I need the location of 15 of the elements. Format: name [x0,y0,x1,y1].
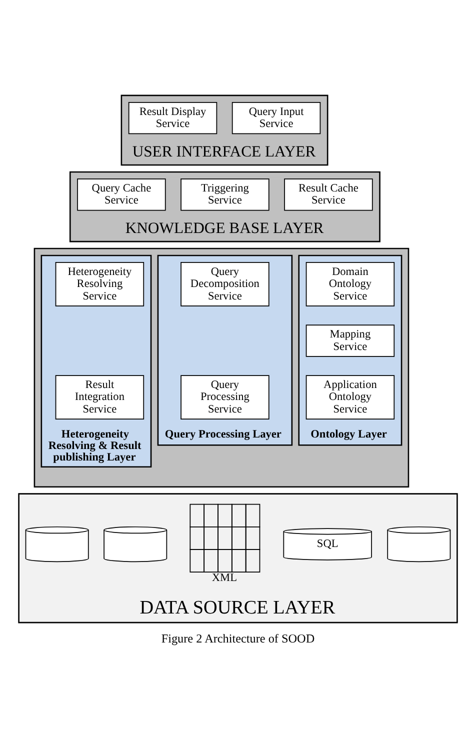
node-label: XML [212,572,238,584]
node-box: Mapping Service [306,324,395,357]
node-box: Query Decomposition Service [180,262,270,306]
caption: Figure 2 Architecture of SOOD [161,632,315,646]
node-box: Result Display Service [128,102,218,134]
node-box: Query Processing Service [180,375,270,420]
node-box: Heterogeneity Resolving Service [55,262,144,306]
node-box: Result Integration Service [55,375,144,420]
node-box: Triggering Service [180,178,270,211]
node-box: Query Input Service [232,102,321,134]
node-box: Query Cache Service [77,178,166,211]
node-box: Domain Ontology Service [306,262,395,306]
cluster [34,248,410,488]
node-box: Result Cache Service [284,178,373,211]
node-box: Application Ontology Service [306,375,395,420]
